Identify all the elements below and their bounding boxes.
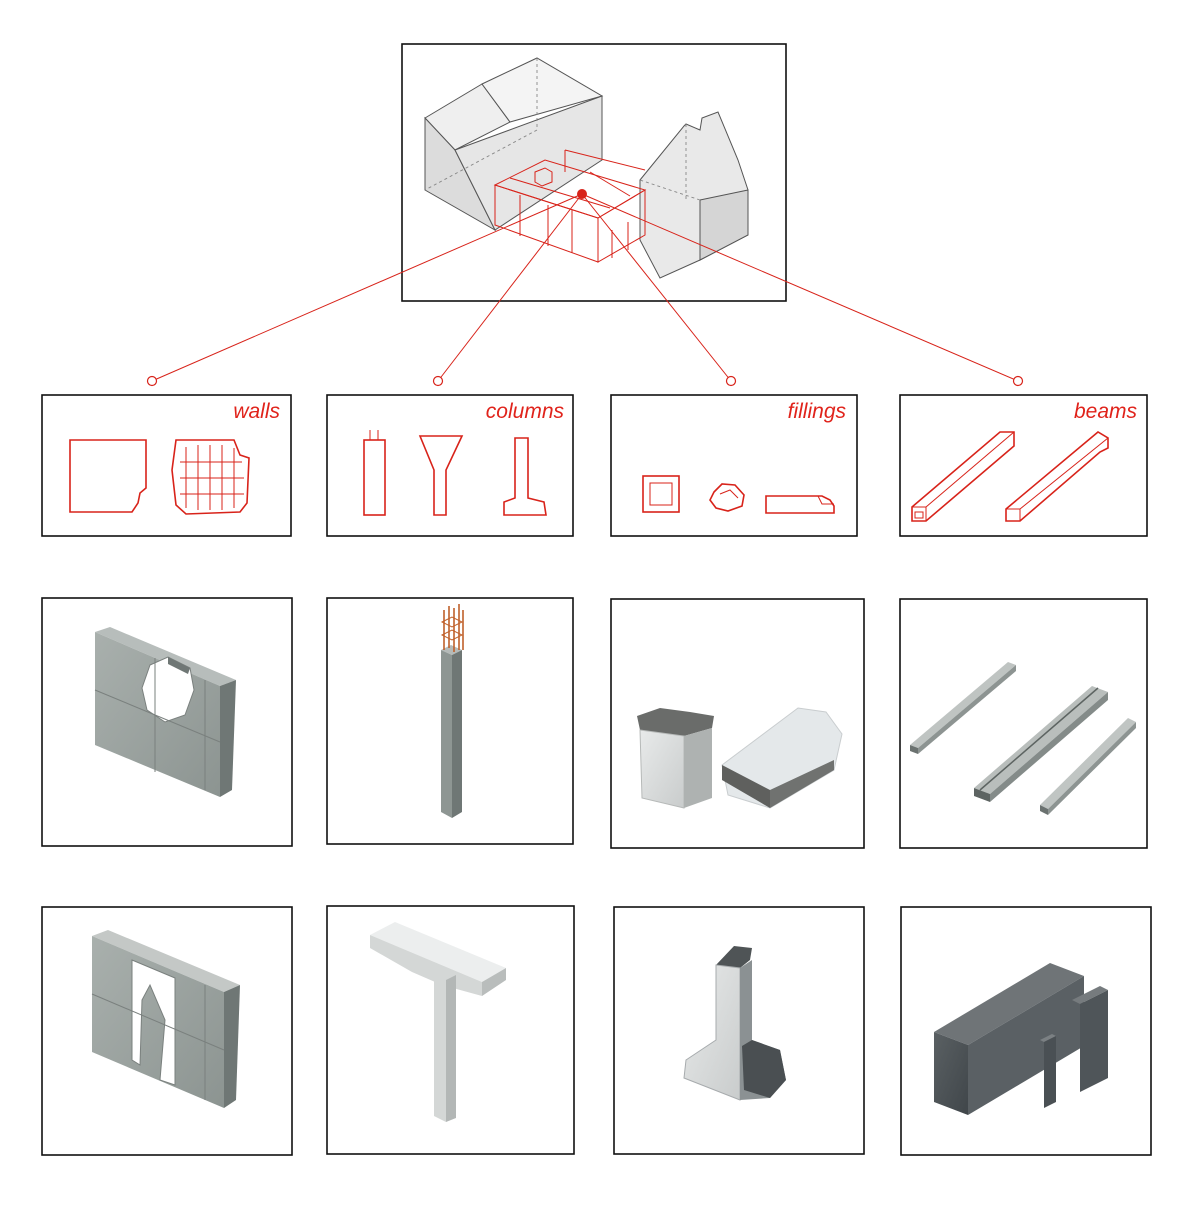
category-panel-fillings: fillings <box>610 394 858 537</box>
category-panel-beams: beams <box>899 394 1148 537</box>
category-panel-walls: walls <box>41 394 292 537</box>
render-column-rebar <box>326 597 574 845</box>
render-fillings-blocks <box>610 598 865 849</box>
connector-lines <box>146 193 1024 387</box>
render-wall-octagonal-opening <box>41 597 293 847</box>
walls-label: walls <box>233 400 280 423</box>
render-slab-intersection <box>900 906 1152 1156</box>
render-beams <box>899 598 1148 849</box>
fillings-label: fillings <box>788 400 847 423</box>
beams-label: beams <box>1074 400 1138 423</box>
columns-label: columns <box>486 400 565 423</box>
building-axonometric <box>401 43 787 302</box>
house-wireframe <box>493 149 647 263</box>
render-column-t-head <box>326 905 575 1155</box>
render-wall-arch-opening <box>41 906 293 1156</box>
right-building-volume <box>639 111 749 279</box>
category-panel-columns: columns <box>326 394 574 537</box>
left-building-volume <box>424 57 604 232</box>
render-filling-profile <box>613 906 865 1155</box>
